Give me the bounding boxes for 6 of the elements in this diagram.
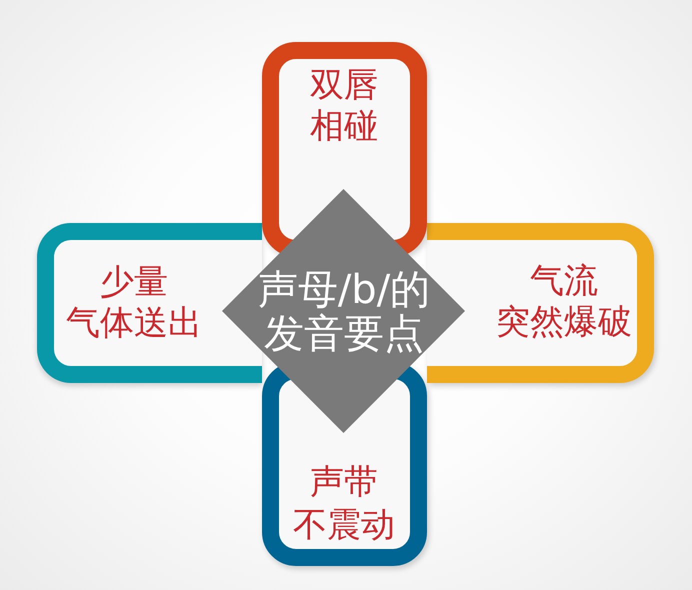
key-point-text: 声带不震动 <box>292 461 396 547</box>
key-point-text: 双唇相碰 <box>309 65 379 147</box>
key-point-text: 气流突然爆破 <box>495 261 633 343</box>
key-point-text: 少量气体送出 <box>65 262 203 344</box>
center-title: 声母/b/的发音要点 <box>256 268 432 356</box>
rounded-frame <box>427 223 654 383</box>
